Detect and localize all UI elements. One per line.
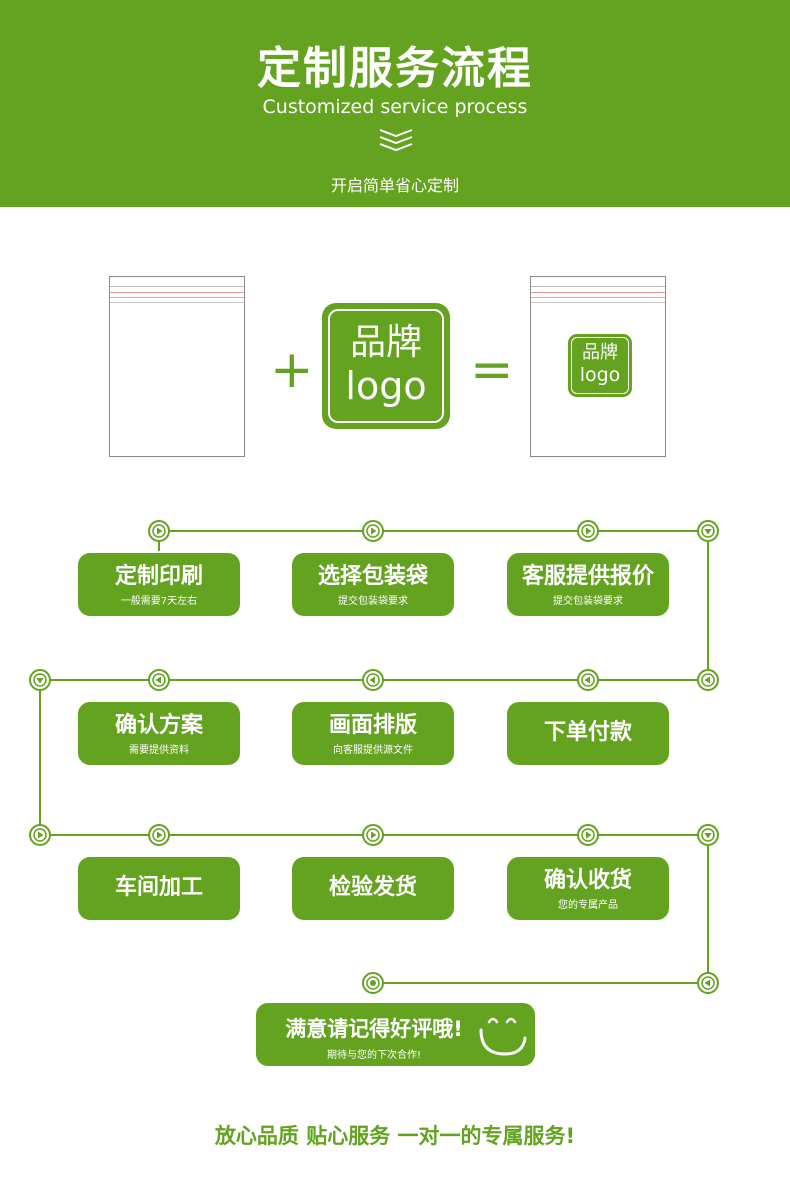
- step-note: 向客服提供源文件: [333, 745, 413, 756]
- step-note: 提交包装袋要求: [338, 596, 408, 607]
- brand-logo-text: 品牌: [349, 322, 422, 363]
- step-note: 您的专属产品: [558, 900, 618, 911]
- printed-logo-text: 品牌: [582, 342, 618, 363]
- step-title: 画面排版: [328, 713, 417, 738]
- final-note: 期待与您的下次合作!: [326, 1050, 421, 1061]
- step-confirm-plan: 确认方案 需要提供资料: [78, 702, 240, 765]
- blank-bag-illustration: [109, 276, 245, 457]
- step-custom-printing: 定制印刷 一般需要7天左右: [78, 553, 240, 616]
- tagline: 开启简单省心定制: [330, 176, 459, 195]
- printed-logo-badge: 品牌 logo: [568, 334, 632, 397]
- step-note: 提交包装袋要求: [553, 596, 623, 607]
- printed-logo-word: logo: [579, 364, 621, 386]
- printed-bag-illustration: [530, 276, 666, 457]
- step-title: 选择包装袋: [317, 564, 428, 589]
- flow-arrow-right-icon: [577, 520, 599, 542]
- step-workshop: 车间加工: [78, 857, 240, 920]
- step-title: 车间加工: [114, 875, 203, 900]
- flow-arrow-right-icon: [148, 824, 170, 846]
- step-payment: 下单付款: [507, 702, 669, 765]
- step-title: 客服提供报价: [521, 564, 654, 589]
- step-confirm-receipt: 确认收货 您的专属产品: [507, 857, 669, 920]
- flow-arrow-down-icon: [697, 520, 719, 542]
- smiley-icon: [479, 1017, 527, 1056]
- flow-arrow-left-icon: [577, 669, 599, 691]
- equals-sign: =: [470, 340, 514, 400]
- step-quote: 客服提供报价 提交包装袋要求: [507, 553, 669, 616]
- flow-arrow-left-icon: [148, 669, 170, 691]
- flow-arrow-right-icon: [148, 520, 170, 542]
- flow-arrow-right-icon: [362, 520, 384, 542]
- chevron-down-icon: [379, 129, 413, 152]
- header-banner: 定制服务流程 Customized service process 开启简单省心…: [0, 0, 790, 207]
- step-layout: 画面排版 向客服提供源文件: [292, 702, 454, 765]
- page-title: 定制服务流程: [257, 43, 533, 94]
- step-title: 定制印刷: [114, 564, 203, 589]
- flow-arrow-left-icon: [697, 972, 719, 994]
- flow-arrow-left-icon: [697, 669, 719, 691]
- final-message: 满意请记得好评哦!: [285, 1017, 463, 1041]
- flow-arrow-right-icon: [29, 824, 51, 846]
- flow-arrow-right-icon: [577, 824, 599, 846]
- flow-end-icon: [362, 972, 384, 994]
- flow-arrow-left-icon: [362, 669, 384, 691]
- step-choose-bag: 选择包装袋 提交包装袋要求: [292, 553, 454, 616]
- flow-arrow-right-icon: [362, 824, 384, 846]
- step-title: 检验发货: [328, 875, 417, 900]
- final-message-box: 满意请记得好评哦! 期待与您的下次合作!: [256, 1003, 535, 1066]
- flow-arrow-down-icon: [29, 669, 51, 691]
- plus-sign: +: [270, 340, 314, 400]
- page-subtitle: Customized service process: [262, 96, 528, 118]
- step-note: 一般需要7天左右: [120, 596, 198, 607]
- step-note: 需要提供资料: [129, 745, 189, 756]
- footer-slogan: 放心品质 贴心服务 一对一的专属服务!: [214, 1124, 576, 1148]
- flow-arrow-down-icon: [697, 824, 719, 846]
- step-inspect-ship: 检验发货: [292, 857, 454, 920]
- brand-logo-badge: 品牌 logo: [322, 303, 450, 429]
- step-title: 确认收货: [543, 868, 632, 893]
- step-title: 确认方案: [114, 713, 203, 738]
- step-title: 下单付款: [543, 720, 632, 745]
- brand-logo-word: logo: [345, 364, 427, 408]
